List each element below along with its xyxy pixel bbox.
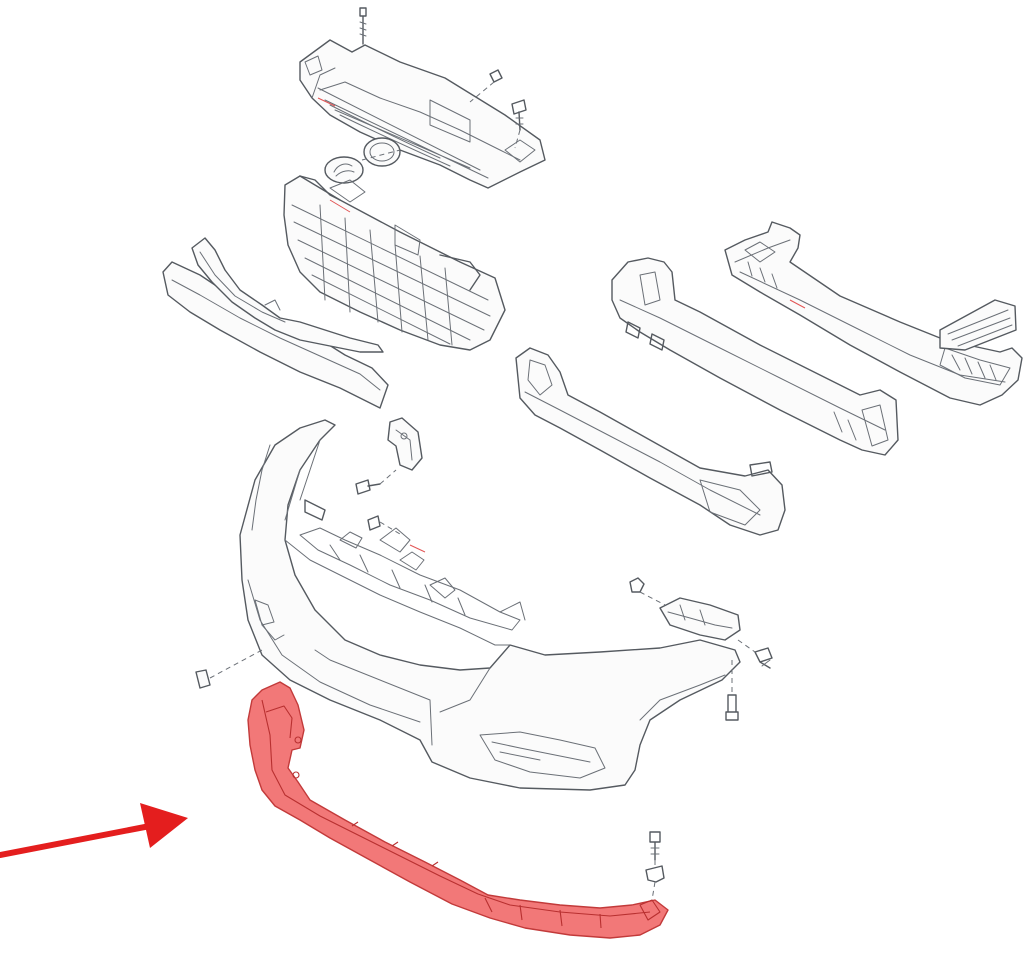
fastener-bolt-top [359,7,367,45]
bumper-absorber [515,347,786,536]
bumper-beam-rear [724,221,1023,406]
grille-chrome-moulding [162,237,389,409]
mounting-bracket-right [629,577,773,669]
fastener-clip-left [195,649,263,689]
red-arrow-indicator [0,803,188,858]
fastener-spoiler-bolt [645,831,665,901]
front-bumper-lower-spoiler [247,681,669,939]
hyundai-emblem [324,137,401,184]
fastener-clips-right [725,660,739,721]
radiator-grille-upper [299,39,546,189]
bumper-beam-middle [611,257,899,456]
mounting-bracket-left [355,417,423,535]
front-bumper-cover [239,419,741,791]
grille-lower-mesh [283,175,506,351]
fastener-clip-top-right [469,69,527,149]
